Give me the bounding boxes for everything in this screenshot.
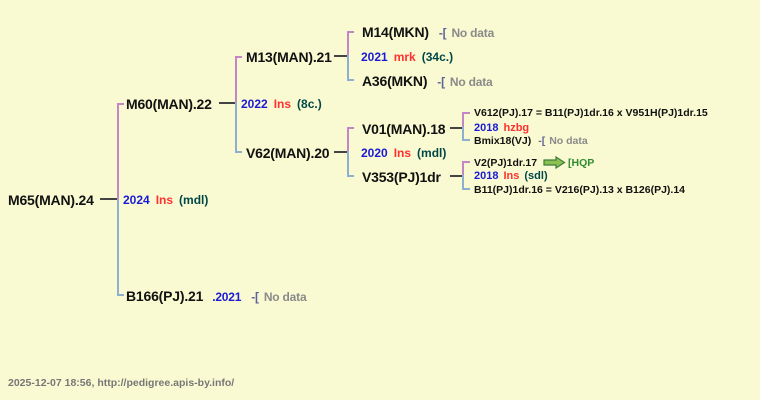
v353-union-dam-line — [462, 175, 464, 190]
v01-union-sire-line — [462, 112, 464, 129]
node-row: V01(MAN).18 — [362, 121, 446, 137]
union-year: 2024 — [123, 193, 150, 207]
hqp-right-arrow-icon — [543, 156, 566, 169]
m65-union-info: 2024 Ins (mdl) — [123, 193, 208, 207]
node-row: V2(PJ)1dr.17 [HQP — [474, 156, 594, 169]
m13-union-dam-line — [347, 55, 349, 81]
union-note: (34c.) — [421, 50, 454, 64]
m13-union-info: 2021 mrk (34c.) — [361, 50, 453, 64]
m65-union-sire-line — [117, 103, 119, 200]
v62-union-sire-line — [347, 127, 349, 153]
node-a36[interactable]: A36(MKN) — [362, 73, 428, 89]
no-data-label: No data — [449, 75, 493, 89]
node-row: M65(MAN).24 — [8, 192, 94, 208]
node-m13[interactable]: M13(MAN).21 — [246, 49, 332, 65]
union-note: (mdl) — [179, 193, 209, 207]
v62-union-connector-line — [334, 151, 347, 153]
v353-union-dam-stub — [462, 188, 470, 190]
m65-union-dam-stub — [117, 294, 124, 296]
no-data-label: No data — [451, 26, 495, 40]
m60-union-sire-line — [235, 56, 237, 104]
m60-union-dam-line — [235, 102, 237, 152]
union-code: Ins — [155, 193, 174, 207]
v62-union-dam-line — [347, 151, 349, 177]
union-year: 2018 — [474, 122, 499, 134]
v01-union-sire-stub — [462, 112, 470, 114]
node-m60[interactable]: M60(MAN).22 — [126, 96, 212, 112]
no-data-label: No data — [549, 135, 588, 147]
node-row: M60(MAN).22 — [126, 96, 212, 112]
union-year: 2020 — [361, 146, 388, 160]
node-row: B11(PJ)1dr.16 = V216(PJ).13 x B126(PJ).1… — [474, 184, 685, 196]
node-v612[interactable]: V612(PJ).17 = B11(PJ)1dr.16 x V951H(PJ)1… — [474, 107, 708, 119]
v01-union-dam-line — [462, 127, 464, 141]
union-note: (mdl) — [417, 146, 447, 160]
hqp-tag: [HQP — [568, 156, 595, 169]
m13-union-sire-line — [347, 31, 349, 57]
node-b166[interactable]: B166(PJ).21 — [126, 288, 204, 304]
union-code: Ins — [393, 146, 412, 160]
node-row: M14(MKN) -[ No data — [362, 24, 494, 40]
node-row: M13(MAN).21 — [246, 49, 332, 65]
no-data-bracket: -[ — [251, 290, 259, 304]
m65-union-dam-line — [117, 199, 119, 296]
node-v353[interactable]: V353(PJ)1dr — [362, 169, 441, 185]
no-data-label: No data — [263, 290, 307, 304]
m60-union-info: 2022 Ins (8c.) — [241, 97, 322, 111]
v01-union-connector-line — [450, 127, 462, 129]
node-b11[interactable]: B11(PJ)1dr.16 = V216(PJ).13 x B126(PJ).1… — [474, 184, 686, 196]
v62-union-sire-stub — [347, 127, 354, 129]
m65-union-sire-stub — [117, 103, 124, 105]
v62-union-info: 2020 Ins (mdl) — [361, 146, 446, 160]
node-m65[interactable]: M65(MAN).24 — [8, 192, 94, 208]
no-data-bracket: -[ — [437, 75, 445, 89]
node-bmix18[interactable]: Bmix18(VJ) — [474, 135, 532, 147]
node-row: V612(PJ).17 = B11(PJ)1dr.16 x V951H(PJ)1… — [474, 107, 708, 119]
v01-union-info: 2018 hzbg — [474, 122, 529, 134]
union-year: 2022 — [241, 97, 268, 111]
node-v01[interactable]: V01(MAN).18 — [362, 121, 446, 137]
node-row: V62(MAN).20 — [246, 145, 330, 161]
m13-union-connector-line — [334, 55, 347, 57]
node-row: V353(PJ)1dr — [362, 169, 441, 185]
node-row: B166(PJ).21 .2021 -[ No data — [126, 288, 307, 304]
v353-union-connector-line — [450, 175, 462, 177]
union-code: mrk — [393, 50, 416, 64]
v01-union-dam-stub — [462, 139, 470, 141]
footer-caption: 2025-12-07 18:56, http://pedigree.apis-b… — [8, 377, 235, 389]
m60-union-connector-line — [219, 102, 235, 104]
v62-union-dam-stub — [347, 175, 354, 177]
union-code: Ins — [503, 170, 520, 182]
node-v2[interactable]: V2(PJ)1dr.17 — [474, 156, 538, 169]
node-row: A36(MKN) -[ No data — [362, 73, 493, 89]
node-year: .2021 — [212, 290, 242, 304]
no-data-bracket: -[ — [438, 26, 447, 40]
union-year: 2021 — [361, 50, 388, 64]
node-m14[interactable]: M14(MKN) — [362, 24, 429, 40]
node-v62[interactable]: V62(MAN).20 — [246, 145, 330, 161]
union-code: Ins — [273, 97, 292, 111]
union-note: (sdl) — [524, 170, 548, 182]
union-code: hzbg — [503, 122, 530, 134]
no-data-bracket: -[ — [538, 135, 546, 147]
node-row: Bmix18(VJ) -[ No data — [474, 135, 588, 147]
v353-union-sire-stub — [462, 161, 470, 163]
v353-union-info: 2018 Ins (sdl) — [474, 170, 548, 182]
m13-union-sire-stub — [347, 31, 354, 33]
m13-union-dam-stub — [347, 79, 354, 81]
union-note: (8c.) — [297, 97, 322, 111]
m60-union-dam-stub — [235, 151, 242, 153]
v353-union-sire-line — [462, 161, 464, 177]
m60-union-sire-stub — [235, 56, 242, 58]
m65-union-connector-line — [100, 198, 117, 200]
union-year: 2018 — [474, 170, 499, 182]
